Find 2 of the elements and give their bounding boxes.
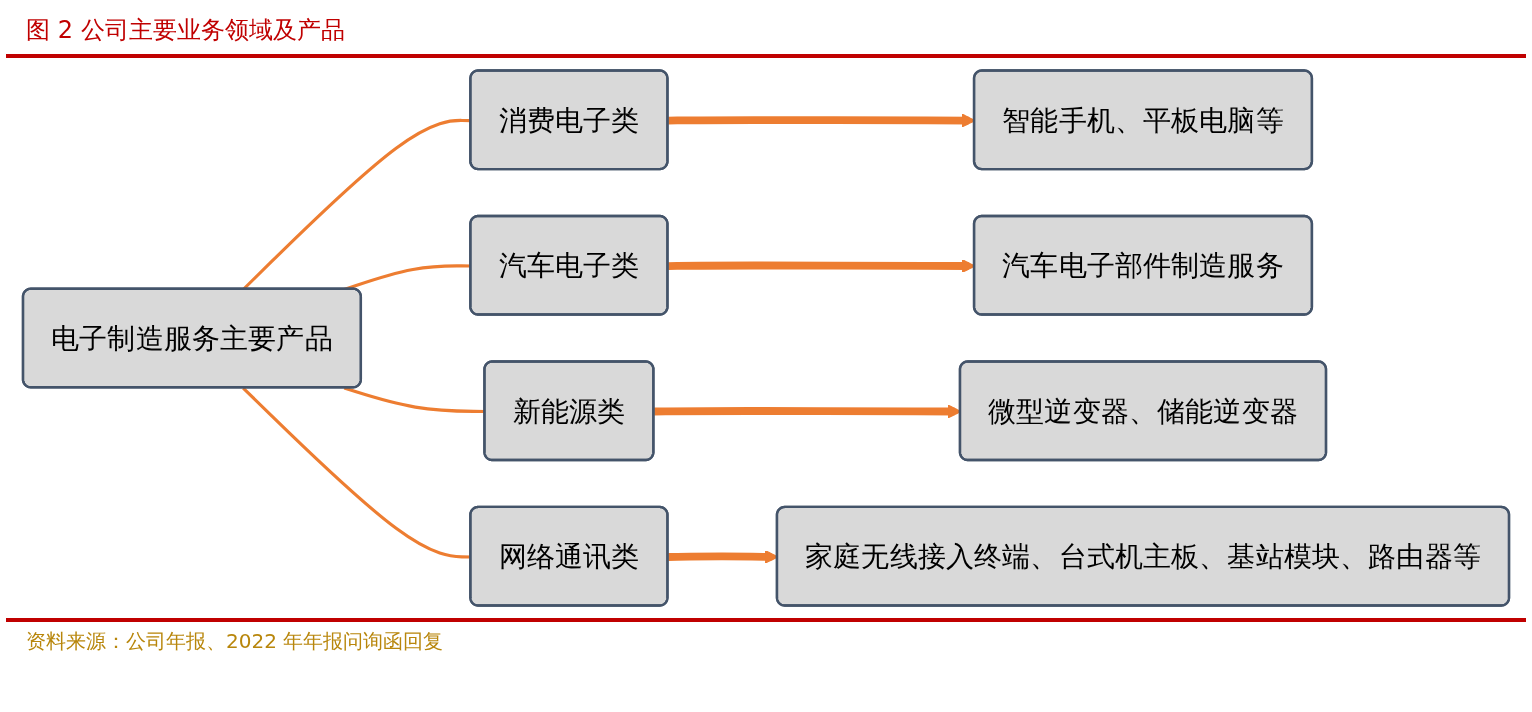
source-caption: 资料来源：公司年报、2022 年年报问询函回复 bbox=[6, 618, 1526, 661]
figure-title: 图 2 公司主要业务领域及产品 bbox=[6, 0, 1526, 58]
